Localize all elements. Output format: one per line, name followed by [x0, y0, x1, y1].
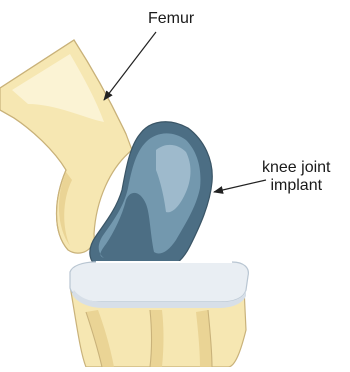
implant-label-line2: implant — [262, 177, 331, 195]
implant-label: knee joint implant — [262, 159, 331, 195]
femur-label: Femur — [148, 10, 194, 28]
implant-arrow — [214, 180, 266, 192]
femur-arrow — [104, 32, 156, 100]
implant-label-line1: knee joint — [262, 159, 331, 177]
tibial-insert — [70, 262, 248, 308]
